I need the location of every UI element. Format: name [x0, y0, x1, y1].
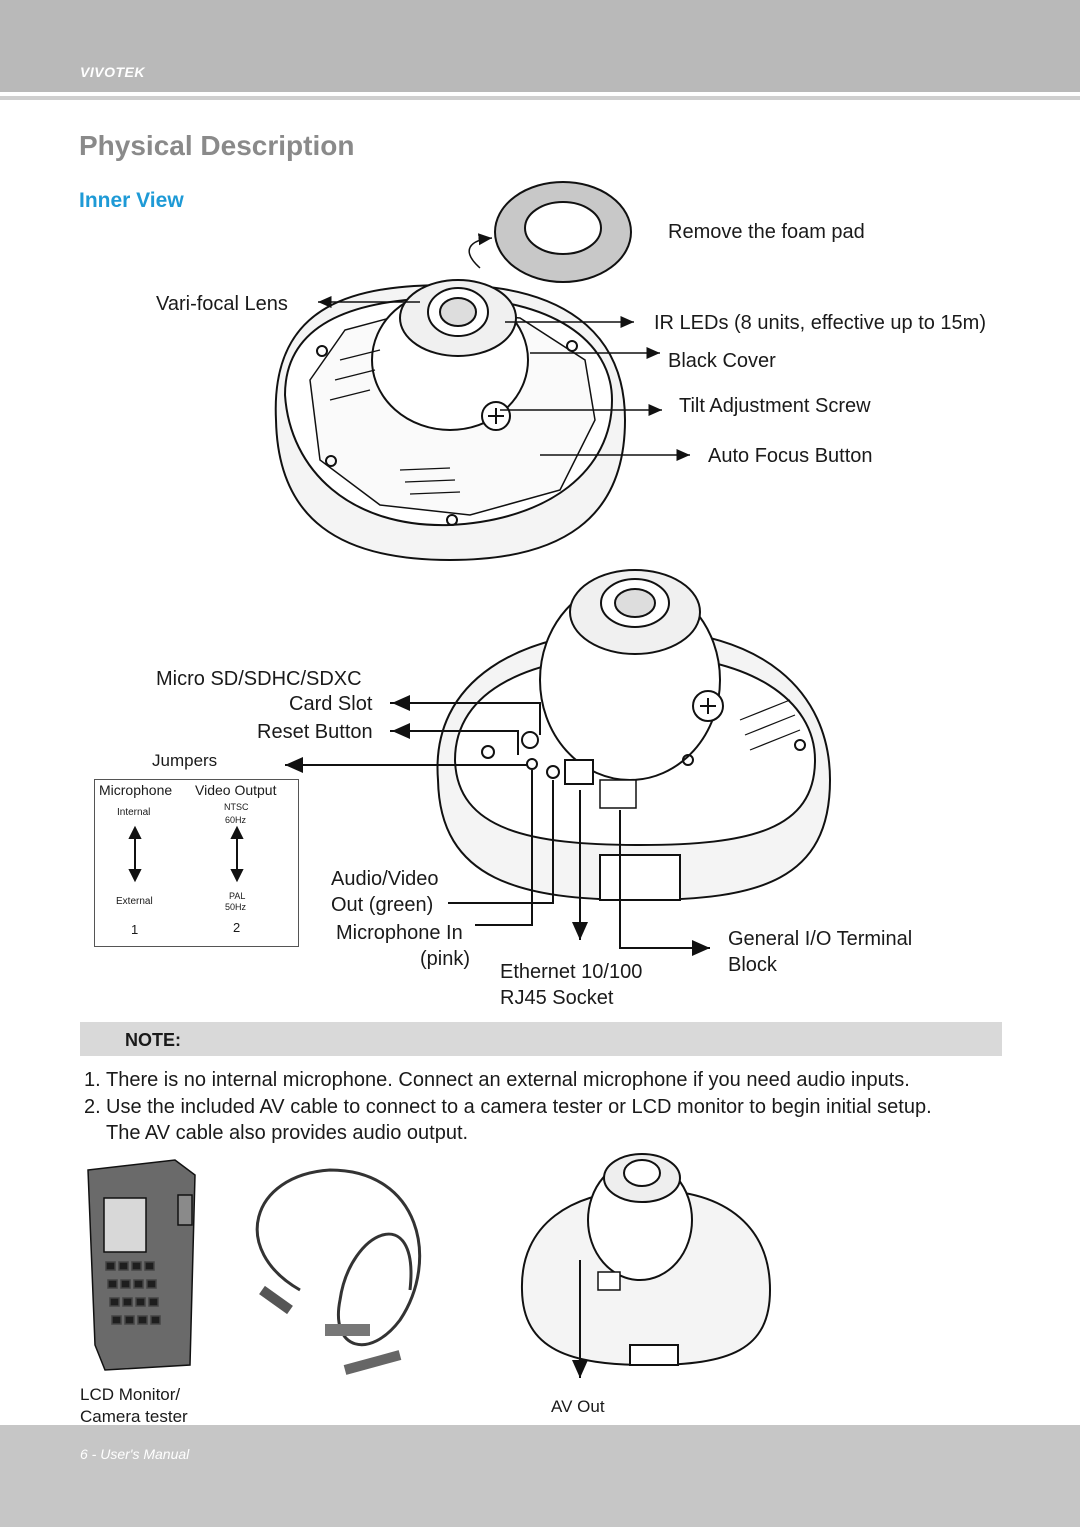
jumper-pal: PAL [229, 891, 246, 901]
label-jumpers: Jumpers [152, 751, 218, 770]
label-auto-focus: Auto Focus Button [708, 445, 873, 467]
jumper-external: External [116, 896, 153, 907]
av-cable-illustration [255, 1168, 422, 1375]
brand-logo: VIVOTEK [80, 64, 145, 80]
label-black-cover: Black Cover [668, 350, 776, 372]
note-item-2-continuation: The AV cable also provides audio output. [106, 1122, 469, 1144]
foam-pad-illustration [468, 181, 632, 283]
note-title: NOTE: [125, 1030, 181, 1050]
note-bar [80, 1022, 1002, 1056]
caption-tester-2: Camera tester [80, 1407, 188, 1426]
label-av-out-1: Audio/Video [331, 868, 439, 890]
label-card-slot-1: Micro SD/SDHC/SDXC [156, 668, 362, 690]
note-item-2-text: Use the included AV cable to connect to … [106, 1096, 932, 1118]
label-card-slot-2: Card Slot [289, 693, 373, 715]
jumper-internal: Internal [117, 807, 151, 818]
page-title: Physical Description [79, 130, 355, 161]
jumper-col2-header: Video Output [195, 782, 277, 798]
jumper-number-2: 2 [233, 920, 241, 935]
note-item-1-text: There is no internal microphone. Connect… [106, 1069, 910, 1091]
header-bar [0, 0, 1080, 92]
header-divider [0, 96, 1080, 100]
jumper-table [94, 779, 299, 947]
caption-tester-1: LCD Monitor/ [80, 1385, 181, 1404]
note-item-1-number: 1. [84, 1069, 101, 1091]
label-mic-in-1: Microphone In [336, 922, 463, 944]
label-ethernet-2: RJ45 Socket [500, 987, 614, 1009]
label-av-out-2: Out (green) [331, 894, 434, 916]
caption-av-out: AV Out [551, 1397, 605, 1416]
jumper-60hz: 60Hz [225, 815, 247, 825]
note-item-2-number: 2. [84, 1096, 101, 1118]
footer-page-label: 6 - User's Manual [80, 1446, 190, 1462]
jumper-col1-header: Microphone [99, 782, 173, 798]
label-tilt-screw: Tilt Adjustment Screw [679, 395, 871, 417]
jumper-number-1: 1 [131, 922, 139, 937]
label-ethernet-1: Ethernet 10/100 [500, 961, 643, 983]
jumper-arrows [128, 825, 244, 883]
camera-tester-illustration [87, 1159, 196, 1371]
section-title: Inner View [79, 189, 184, 212]
label-foam-pad: Remove the foam pad [668, 221, 865, 243]
label-io-terminal-1: General I/O Terminal [728, 928, 913, 950]
camera-av-illustration [520, 1153, 772, 1378]
footer-bar [0, 1425, 1080, 1527]
label-reset-button: Reset Button [257, 721, 373, 743]
jumper-50hz: 50Hz [225, 902, 247, 912]
label-varifocal-lens: Vari-focal Lens [156, 293, 288, 315]
label-mic-in-2: (pink) [420, 948, 471, 970]
jumper-ntsc: NTSC [224, 802, 249, 812]
label-io-terminal-2: Block [728, 954, 777, 976]
camera-bottom-illustration [436, 569, 832, 902]
label-ir-leds: IR LEDs (8 units, effective up to 15m) [654, 312, 987, 334]
